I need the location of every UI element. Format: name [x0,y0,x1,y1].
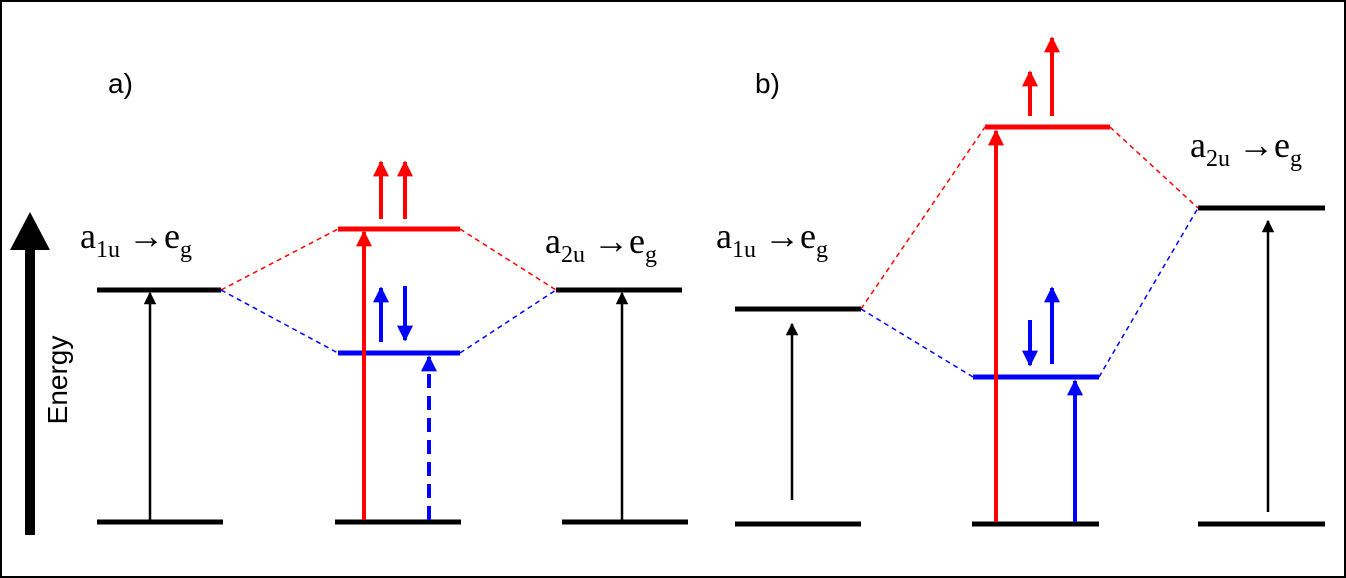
panel-a: a) a1u→eg a2u→eg [80,68,688,525]
panel-b-label: b) [755,68,780,99]
energy-axis: Energy [10,212,73,535]
panel-b-left-transition-label: a1u→eg [716,216,828,263]
panel-a-left-transition-label: a1u→eg [80,216,192,263]
panel-a-blue-correlation-right [459,289,557,354]
panel-b-blue-correlation-right [1098,207,1199,378]
energy-axis-label: Energy [42,336,73,425]
panel-b: b) a1u→eg a2u→eg [716,36,1325,527]
panel-a-right-transition-label: a2u→eg [545,221,657,268]
panel-a-red-correlation-left [220,228,339,291]
panel-a-blue-correlation-left [220,289,339,354]
panel-b-red-correlation-right [1109,126,1199,209]
panel-a-label: a) [108,68,133,99]
panel-a-red-correlation-right [459,228,557,291]
panel-b-blue-correlation-left [860,308,974,378]
energy-axis-arrowhead [10,212,50,250]
panel-b-right-transition-label: a2u→eg [1190,125,1302,172]
panel-b-red-correlation-left [860,126,986,310]
